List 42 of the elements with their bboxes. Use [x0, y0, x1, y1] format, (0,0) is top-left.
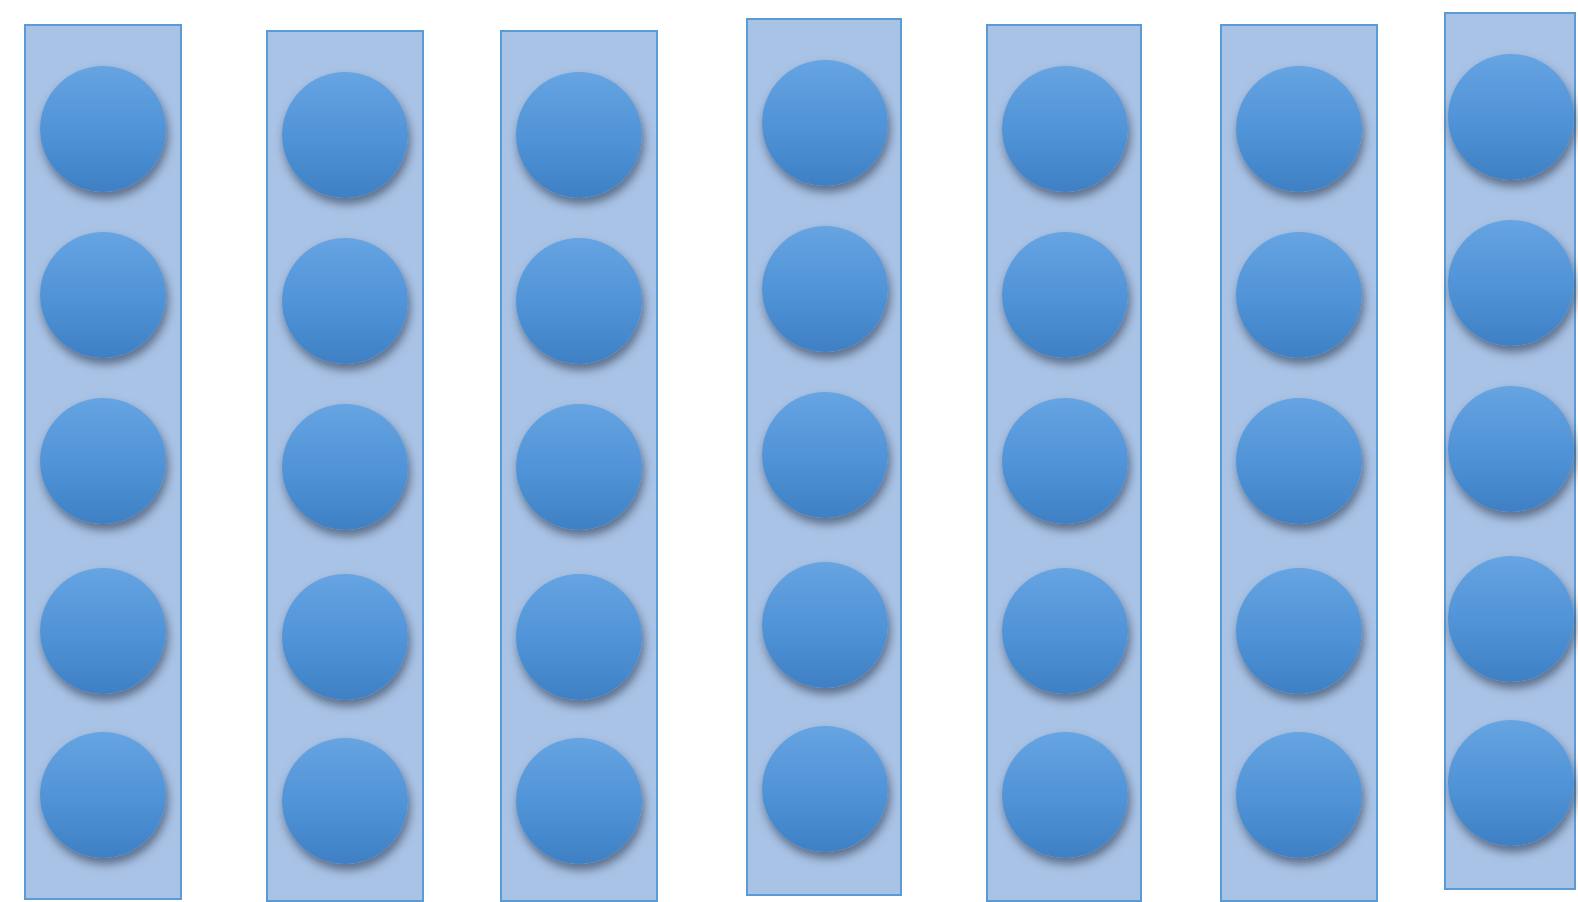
- circle-shape: [1236, 398, 1362, 524]
- circle-shape: [516, 574, 642, 700]
- circle-shape: [40, 732, 166, 858]
- circle-shape: [1001, 232, 1127, 358]
- circle-shape: [761, 226, 887, 352]
- circle-shape: [761, 392, 887, 518]
- circle-shape: [1236, 732, 1362, 858]
- circle-shape: [282, 72, 408, 198]
- circle-shape: [1001, 66, 1127, 192]
- column-bar: [986, 24, 1142, 902]
- circle-shape: [1236, 568, 1362, 694]
- column-bar: [24, 24, 182, 900]
- circle-shape: [516, 738, 642, 864]
- column-bar: [500, 30, 658, 902]
- column-bar: [1220, 24, 1378, 902]
- circle-shape: [516, 404, 642, 530]
- circle-shape: [516, 72, 642, 198]
- circle-shape: [40, 232, 166, 358]
- circle-shape: [1447, 220, 1573, 346]
- circle-shape: [1001, 398, 1127, 524]
- circle-shape: [761, 60, 887, 186]
- circle-shape: [761, 726, 887, 852]
- circle-shape: [1001, 732, 1127, 858]
- circle-shape: [40, 568, 166, 694]
- circle-shape: [1001, 568, 1127, 694]
- circle-shape: [761, 562, 887, 688]
- circle-shape: [40, 398, 166, 524]
- circle-shape: [516, 238, 642, 364]
- circle-shape: [1447, 556, 1573, 682]
- circle-shape: [40, 66, 166, 192]
- circle-shape: [282, 574, 408, 700]
- circle-shape: [1447, 386, 1573, 512]
- circle-shape: [1236, 232, 1362, 358]
- circle-shape: [282, 738, 408, 864]
- circle-shape: [1447, 54, 1573, 180]
- circle-shape: [282, 404, 408, 530]
- column-bar: [1444, 12, 1576, 890]
- circle-shape: [282, 238, 408, 364]
- column-bar: [746, 18, 902, 896]
- circle-shape: [1236, 66, 1362, 192]
- circle-shape: [1447, 720, 1573, 846]
- column-bar: [266, 30, 424, 902]
